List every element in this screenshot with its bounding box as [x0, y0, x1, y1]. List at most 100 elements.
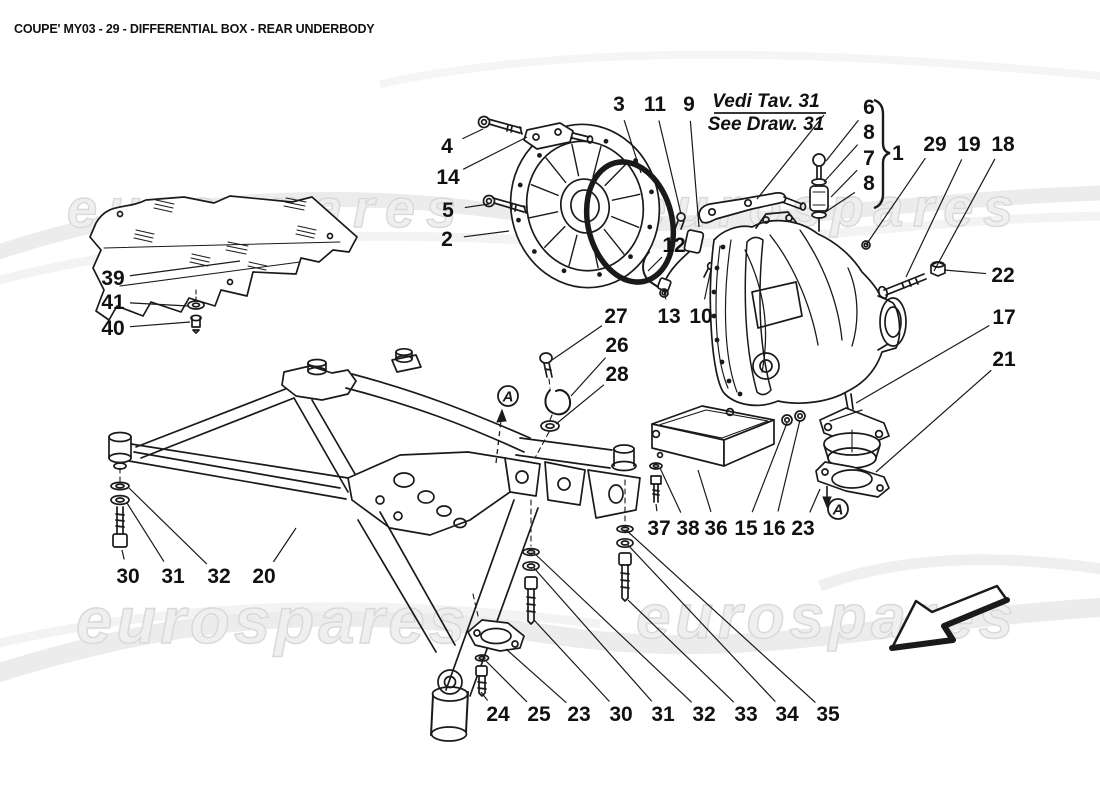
rear-subframe-part [108, 347, 641, 742]
leader-line [505, 648, 567, 704]
leader-line [464, 203, 490, 209]
leader-line [625, 529, 816, 703]
callout-17: 17 [992, 306, 1015, 329]
leader-line [555, 384, 605, 425]
heat-shield-screw [190, 314, 202, 334]
leader-line [777, 419, 801, 512]
front-bushing-hardware [110, 467, 130, 548]
leader-line [703, 268, 712, 300]
leader-line [551, 325, 603, 361]
leader-line [823, 144, 859, 183]
callout-7: 7 [863, 147, 875, 170]
callout-16: 16 [762, 517, 785, 540]
leader-line [658, 120, 682, 215]
assembly-arrow-up-dashed [495, 408, 507, 464]
leader-line [855, 325, 990, 404]
callout-8: 8 [863, 121, 875, 144]
watermark-bottom-left: eurospares [76, 584, 468, 657]
callout-38: 38 [676, 517, 700, 540]
callout-28: 28 [605, 363, 629, 386]
leader-line [626, 543, 776, 703]
leader-line [129, 260, 241, 277]
callout-35: 35 [816, 703, 840, 726]
o-ring-part [583, 159, 677, 285]
callout-24: 24 [486, 703, 510, 726]
callout-31: 31 [161, 565, 185, 588]
assembly-marker-letter: A [832, 502, 844, 519]
callout-32: 32 [207, 565, 230, 588]
assembly-arrow-down [822, 486, 832, 509]
callout-4: 4 [441, 135, 453, 158]
gear-linkage-part [698, 192, 807, 224]
leader-line [659, 467, 682, 513]
leader-line [126, 502, 165, 562]
callout-40: 40 [101, 317, 124, 340]
leader-line [533, 619, 610, 702]
callout-32: 32 [692, 703, 715, 726]
callout-23: 23 [791, 517, 814, 540]
leader-line [129, 302, 189, 307]
vent-hatches [133, 197, 317, 271]
leader-line [533, 567, 653, 702]
leader-line [121, 549, 125, 560]
leader-line [933, 158, 996, 272]
note-leader [756, 114, 825, 200]
leader-line [480, 691, 489, 701]
annotations: Vedi Tav. 31 See Draw. 31 1 [495, 91, 1010, 651]
leader-line [875, 369, 992, 473]
leader-line [627, 599, 735, 703]
note-line-english: See Draw. 31 [708, 114, 825, 135]
callout-2: 2 [441, 228, 453, 251]
leader-line [865, 157, 926, 246]
leader-line [655, 503, 658, 512]
callout-8: 8 [863, 172, 875, 195]
engine-mount-part [819, 392, 890, 469]
leader-line [751, 422, 788, 513]
callout-30: 30 [116, 565, 139, 588]
leader-line [623, 120, 642, 174]
callout-33: 33 [734, 703, 757, 726]
callout-41: 41 [101, 291, 125, 314]
callout-5: 5 [442, 199, 454, 222]
group-bracket-brace [873, 98, 891, 210]
leader-line [663, 289, 667, 300]
group-bracket-label: 1 [892, 142, 904, 165]
leader-line [463, 230, 510, 238]
leader-line [272, 527, 297, 563]
note-line-italian: Vedi Tav. 31 [712, 91, 819, 112]
callout-34: 34 [775, 703, 799, 726]
callout-15: 15 [734, 517, 758, 540]
callout-30: 30 [609, 703, 632, 726]
leader-line [825, 119, 859, 162]
leader-line [809, 488, 821, 513]
callout-6: 6 [863, 96, 875, 119]
mount-gasket-part [815, 461, 890, 498]
leader-line [128, 487, 208, 565]
callout-3: 3 [613, 93, 625, 116]
heat-shield-washer [187, 300, 205, 310]
leader-line [462, 136, 528, 170]
assembly-marker-circle [497, 385, 519, 407]
assembly-marker-circle [827, 498, 849, 520]
leader-line [485, 660, 528, 703]
center-bolt-column [522, 499, 540, 625]
callout-10: 10 [689, 305, 712, 328]
callout-29: 29 [923, 133, 946, 156]
callout-39: 39 [101, 267, 124, 290]
leader-line [570, 357, 607, 397]
callout-31: 31 [651, 703, 675, 726]
leader-line [129, 321, 191, 328]
direction-arrow [889, 584, 1010, 651]
right-bolt-column [616, 479, 634, 602]
callout-20: 20 [252, 565, 275, 588]
leader-line [533, 552, 693, 703]
leader-line [689, 120, 700, 228]
callout-22: 22 [991, 264, 1014, 287]
callout-12: 12 [662, 234, 685, 257]
callout-23: 23 [567, 703, 590, 726]
damper-assembly [809, 153, 829, 232]
assembly-marker-letter: A [502, 389, 514, 406]
